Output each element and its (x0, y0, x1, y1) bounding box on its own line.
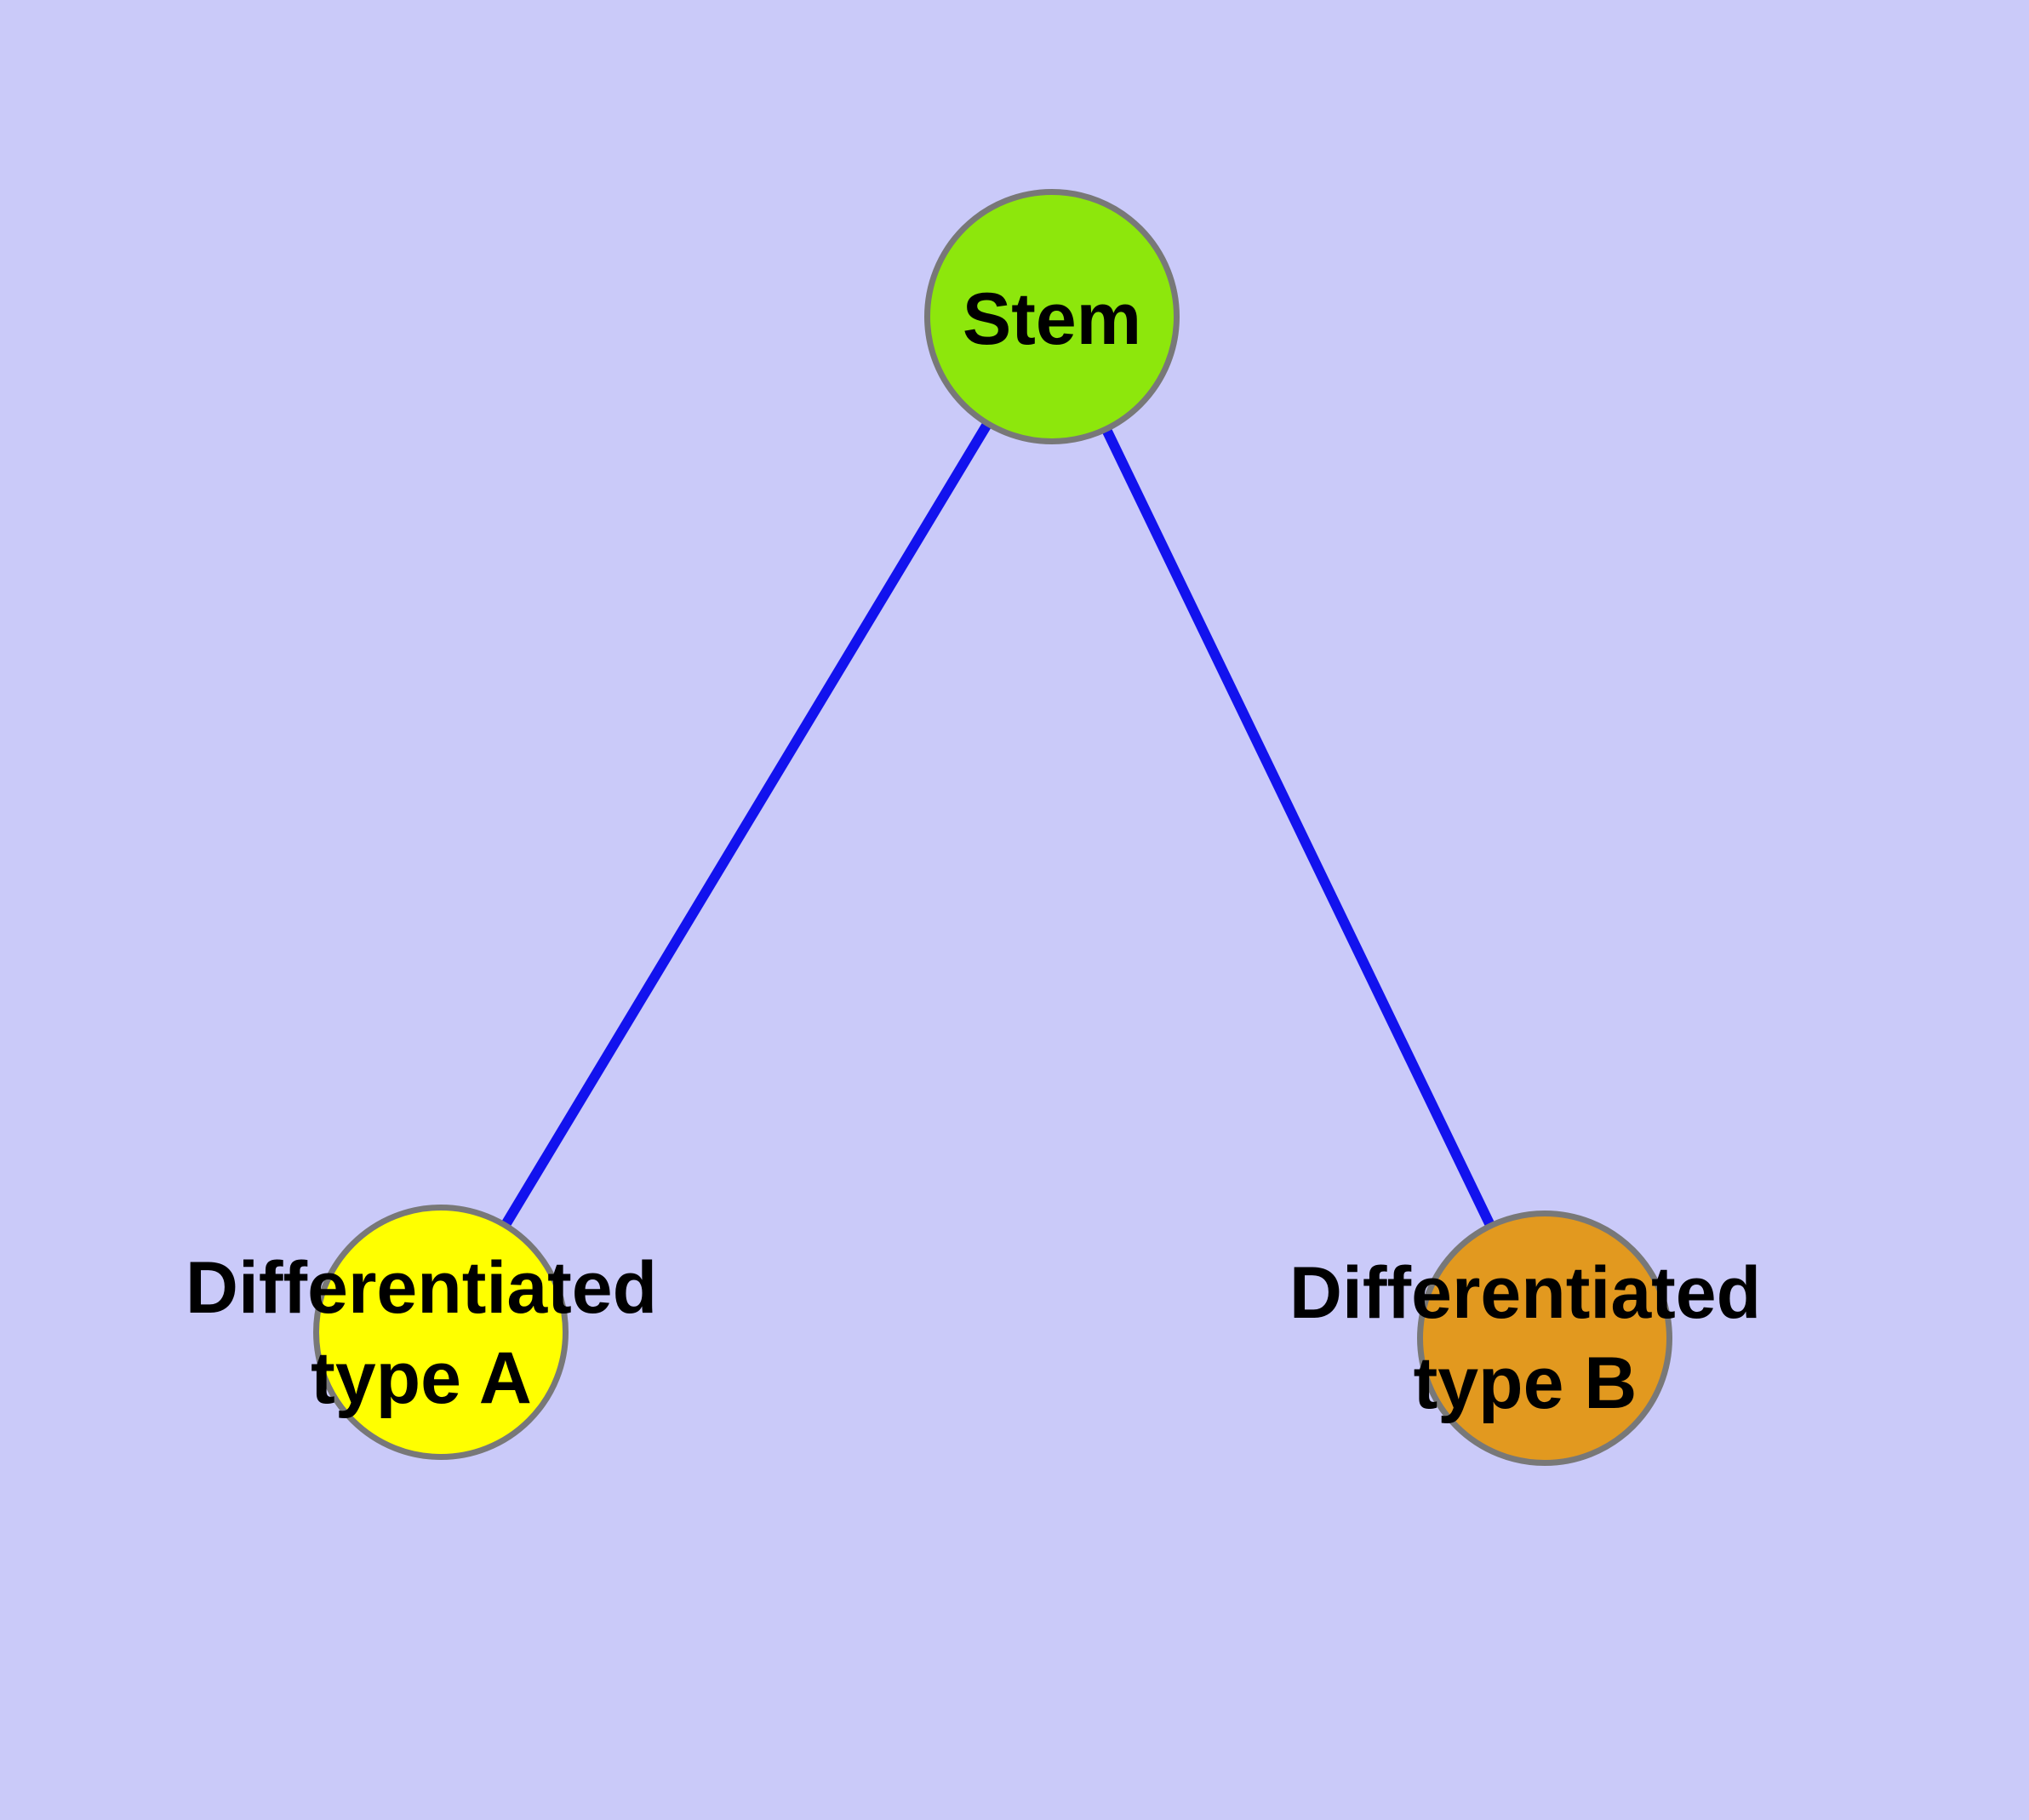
node-type-a-label-line-2: type A (311, 1337, 532, 1419)
node-stem-label: Stem (963, 274, 1141, 364)
node-stem-label-line: Stem (962, 278, 1142, 360)
node-differentiated-type-a-label: Differentiated type A (186, 1243, 657, 1423)
node-differentiated-type-b-label: Differentiated type B (1289, 1248, 1761, 1428)
edge-stem-to-type-b (1047, 314, 1550, 1341)
node-type-b-label-line-2: type B (1413, 1342, 1637, 1424)
node-differentiated-type-b-circle (1417, 1210, 1672, 1466)
node-differentiated-type-a-circle (313, 1205, 569, 1460)
node-type-b-label-line-1: Differentiated (1289, 1252, 1762, 1334)
node-type-a-label-line-1: Differentiated (185, 1247, 658, 1329)
edge-stem-to-type-a (436, 313, 1057, 1336)
node-stem-circle (924, 189, 1180, 444)
